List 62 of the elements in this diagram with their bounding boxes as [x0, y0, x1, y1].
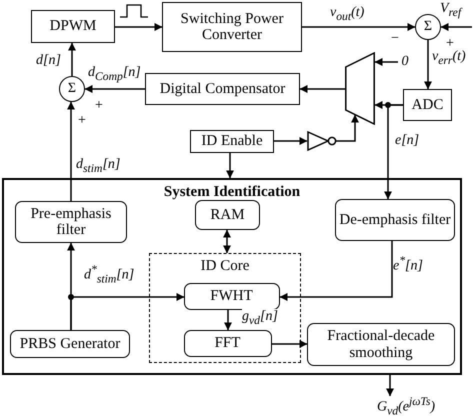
arrow	[280, 241, 393, 301]
block	[162, 2, 302, 52]
signal-label: 0	[402, 54, 408, 70]
arrow	[70, 293, 184, 330]
arrow	[424, 40, 432, 90]
block-label: PRBS Generator	[20, 336, 120, 352]
block	[31, 10, 115, 43]
block-label: Σ	[68, 81, 76, 97]
summing-junction	[59, 76, 85, 102]
block	[403, 89, 452, 121]
sign-label: +	[78, 113, 86, 128]
block-label: Pre-emphasis filter	[30, 206, 112, 238]
block	[307, 323, 455, 366]
block	[335, 199, 455, 241]
group-title: System Identification	[164, 184, 300, 200]
sign-label: +	[446, 36, 454, 51]
edge-label: d$_{Comp}$[n]	[88, 65, 141, 84]
arrow	[336, 114, 359, 142]
block	[10, 330, 130, 358]
summing-junction	[415, 14, 441, 40]
arrow	[272, 340, 308, 348]
edge-label: e[n]	[395, 133, 420, 148]
block-label: Digital Compensator	[160, 80, 286, 98]
arrow	[224, 310, 232, 330]
arrow	[67, 102, 75, 201]
arrow	[84, 85, 145, 93]
arrow	[223, 230, 231, 254]
block	[184, 330, 272, 356]
group-title: ID Core	[200, 258, 250, 274]
arrow	[115, 23, 162, 31]
sign-label: +	[95, 98, 103, 114]
block-label: De-emphasis filter	[339, 212, 451, 228]
edge-label: e$^{*}$[n]	[393, 255, 423, 274]
block-label: ID Enable	[201, 133, 263, 150]
block-label: Σ	[424, 19, 432, 35]
block-label: ADC	[412, 96, 444, 114]
block-label: RAM	[210, 206, 245, 224]
arrow	[302, 23, 416, 31]
sign-label: −	[391, 31, 399, 46]
block	[15, 201, 127, 243]
block-label: FFT	[214, 334, 240, 352]
block-label: Switching Power Converter	[180, 10, 284, 44]
block	[184, 282, 280, 310]
arrow	[226, 153, 234, 178]
block	[195, 200, 260, 230]
block	[190, 130, 274, 153]
block-label: Fractional-decade smoothing	[326, 328, 436, 361]
block-label: FWHT	[210, 288, 253, 304]
arrow	[440, 23, 472, 31]
arrow	[374, 58, 398, 66]
arrow	[274, 137, 308, 145]
subsystem-frame	[2, 178, 462, 375]
signal-label: V$_{ref}$	[440, 1, 462, 20]
arrow	[68, 42, 76, 76]
signal-label: G$_{vd}$(e$^{jωTs}$)	[376, 396, 436, 418]
edge-label: d[n]	[36, 53, 61, 68]
arrow	[386, 375, 394, 396]
arrow	[300, 85, 345, 93]
dashed-group	[149, 253, 301, 363]
arrow	[384, 104, 403, 200]
block-label: DPWM	[50, 18, 96, 35]
block	[145, 73, 300, 105]
